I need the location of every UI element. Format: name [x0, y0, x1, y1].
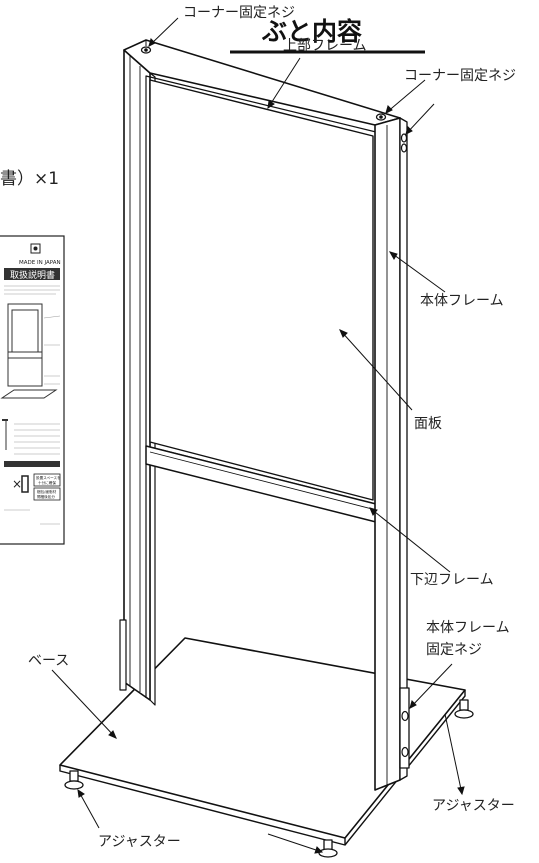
label-body-frame-screw-line2: 固定ネジ — [426, 642, 482, 658]
label-corner-screw-right: コーナー固定ネジ — [404, 68, 516, 84]
manual-x-mark: × — [12, 477, 22, 491]
svg-text:十分に確保: 十分に確保 — [38, 480, 56, 485]
stand-illustration — [59, 39, 474, 858]
label-upper-frame: 上部フレーム — [283, 38, 367, 54]
adjuster-feet — [64, 699, 474, 858]
manual-origin: MADE IN JAPAN — [19, 260, 61, 266]
label-adjuster-right: アジャスター — [432, 798, 515, 814]
label-corner-screw-top: コーナー固定ネジ — [183, 5, 295, 21]
instruction-manual: MADE IN JAPAN 取扱説明書 × — [0, 235, 65, 545]
label-face-panel: 面板 — [414, 416, 442, 432]
label-adjuster-bottom: アジャスター — [98, 834, 181, 850]
manual-title: 取扱説明書 — [10, 269, 55, 281]
label-lower-frame: 下辺フレーム — [410, 572, 494, 588]
accessory-count-text: 書）×1 — [0, 169, 59, 189]
manual-box-a: 設置スペースを — [36, 475, 61, 480]
section-heading: ぶと内容 — [261, 17, 362, 46]
leader-lines — [51, 17, 465, 854]
right-post — [374, 117, 401, 791]
face-panel — [149, 79, 374, 501]
label-body-frame-screw-line1: 本体フレーム — [426, 620, 510, 636]
manual-box-b: 梱包/緩衝材 — [37, 489, 57, 494]
label-body-frame: 本体フレーム — [420, 293, 504, 309]
svg-text:開梱後処分: 開梱後処分 — [37, 494, 55, 499]
label-base: ベース — [28, 653, 69, 669]
